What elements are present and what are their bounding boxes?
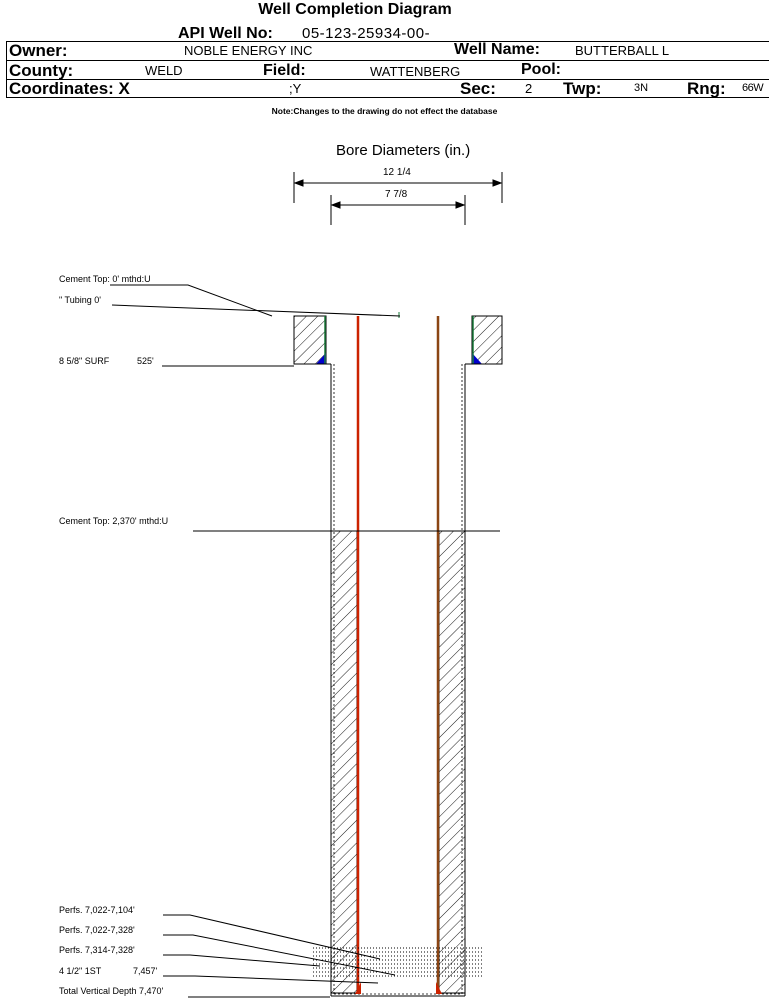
database-note: Note:Changes to the drawing do not effec…: [271, 106, 498, 116]
surface-casing-name: 8 5/8" SURF: [59, 356, 110, 366]
production-cement-right: [438, 530, 466, 994]
cement-top-production-label: Cement Top: 2,370' mthd:U: [59, 516, 169, 526]
api-value: 05-123-25934-00-: [302, 25, 431, 42]
bore-outer-label: 12 1/4: [383, 167, 411, 178]
header-rule-3: [6, 79, 769, 80]
field-label: Field:: [263, 62, 306, 79]
field-value: WATTENBERG: [370, 64, 461, 79]
county-label: County:: [9, 61, 74, 80]
surface-cement-left: [293, 315, 327, 365]
well-name-label: Well Name:: [454, 41, 540, 58]
bore-inner-label: 7 7/8: [385, 189, 408, 200]
perf-2-label: Perfs. 7,022-7,328': [59, 925, 135, 935]
tubing-label: " Tubing 0': [59, 295, 101, 305]
bore-outer-dimension: [293, 172, 503, 203]
twp-label: Twp:: [563, 79, 602, 98]
api-label: API Well No:: [178, 25, 273, 42]
total-depth-label: Total Vertical Depth 7,470': [59, 986, 164, 996]
cement-top-surface-label: Cement Top: 0' mthd:U: [59, 274, 151, 284]
header-rule-1: [6, 41, 769, 42]
perf-3-label: Perfs. 7,314-7,328': [59, 945, 135, 955]
well-name-value: BUTTERBALL L: [575, 43, 670, 58]
hole-walls: [294, 363, 502, 997]
production-casing-name: 4 1/2" 1ST: [59, 966, 102, 976]
perforations: [313, 947, 482, 977]
perf-1-label: Perfs. 7,022-7,104': [59, 905, 135, 915]
header-left-border: [6, 41, 7, 98]
coordinates-value: ;Y: [289, 81, 302, 96]
surface-cement-right: [471, 315, 503, 365]
twp-value: 3N: [634, 82, 649, 94]
coordinates-label: Coordinates: X: [9, 79, 130, 98]
sec-value: 2: [525, 81, 533, 96]
production-casing-depth: 7,457': [133, 966, 158, 976]
pool-label: Pool:: [521, 61, 561, 78]
rng-value: 66W: [742, 82, 764, 94]
county-value: WELD: [145, 63, 183, 78]
sec-label: Sec:: [460, 79, 496, 98]
production-cement-left: [330, 530, 358, 994]
page-title: Well Completion Diagram: [258, 1, 452, 18]
surface-casing-depth: 525': [137, 356, 154, 366]
bore-diameters-title: Bore Diameters (in.): [336, 142, 471, 159]
bore-inner-dimension: [330, 195, 466, 225]
header-rule-4: [6, 97, 769, 98]
leader-lines: [110, 284, 500, 998]
rng-label: Rng:: [687, 79, 726, 98]
owner-value: NOBLE ENERGY INC: [184, 43, 313, 58]
header-rule-2: [6, 60, 769, 61]
owner-label: Owner:: [9, 41, 68, 60]
